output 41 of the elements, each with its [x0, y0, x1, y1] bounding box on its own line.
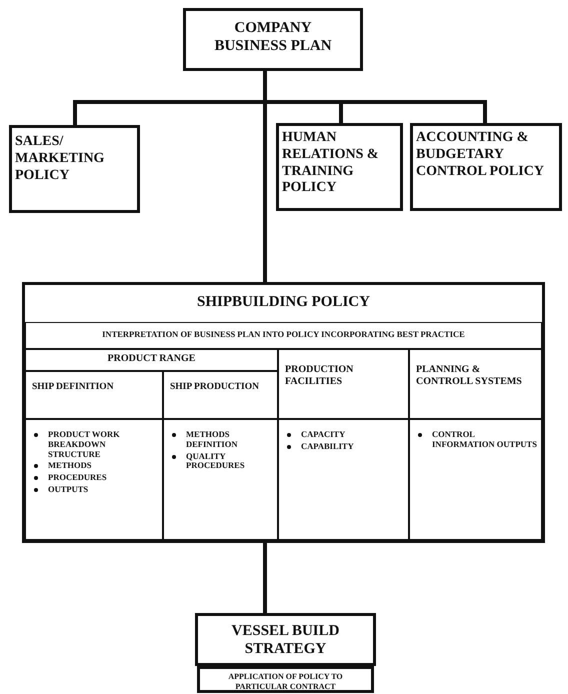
policy-table [22, 282, 545, 543]
box-title: SALES/ MARKETING POLICY [15, 134, 106, 184]
connector-line [263, 543, 267, 613]
bullet-item: CONTROL INFORMATION OUTPUTS [432, 430, 537, 450]
policy-box [410, 123, 562, 211]
box-title: PLANNING & CONTROLL SYSTEMS [416, 364, 523, 388]
table-header-cell [409, 349, 542, 419]
table-cell [163, 419, 278, 540]
table-header-cell [278, 349, 409, 419]
table-cell [25, 419, 163, 540]
description-text: APPLICATION OF POLICY TO PARTICULAR CONTRACT [227, 672, 344, 692]
box-title: ACCOUNTING & BUDGETARY CONTROL POLICY [416, 130, 545, 180]
policy-box [276, 123, 403, 211]
table-header-cell [25, 349, 278, 371]
box-title: VESSEL BUILD STRATEGY [230, 622, 340, 658]
table-cell [409, 419, 542, 540]
box-title: SHIP PRODUCTION [170, 382, 260, 394]
box-title: COMPANY BUSINESS PLAN [213, 19, 333, 55]
plan-box [183, 8, 363, 71]
box-title: PRODUCT RANGE [106, 353, 196, 365]
bullet-item: METHODS DEFINITION [186, 430, 238, 450]
strategy-box [195, 613, 376, 666]
table-cell [278, 419, 409, 540]
bullet-item: QUALITY PROCEDURES [186, 452, 246, 472]
description-text: INTERPRETATION OF BUSINESS PLAN INTO POLICY INCORPORATING BEST PRACTICE [101, 329, 466, 340]
table-cell [25, 322, 542, 349]
bullet-item: METHODS [48, 461, 92, 472]
bullet-item: OUTPUTS [48, 484, 88, 495]
bullet-item: PROCEDURES [48, 473, 107, 483]
table-header-cell [163, 371, 278, 419]
box-title: SHIPBUILDING POLICY [196, 293, 371, 311]
bullet-item: CAPACITY [301, 430, 346, 440]
box-title: HUMAN RELATIONS & TRAINING POLICY [282, 130, 380, 198]
connector-line [263, 71, 267, 282]
box-title: PRODUCTION FACILITIES [285, 364, 354, 388]
policy-box [9, 125, 140, 213]
box-title: SHIP DEFINITION [32, 382, 115, 394]
bullet-item: PRODUCT WORK BREAKDOWN STRUCTURE [48, 430, 121, 460]
bullet-item: CAPABILITY [301, 442, 354, 452]
table-header-cell [25, 371, 163, 419]
note-box [197, 666, 374, 693]
